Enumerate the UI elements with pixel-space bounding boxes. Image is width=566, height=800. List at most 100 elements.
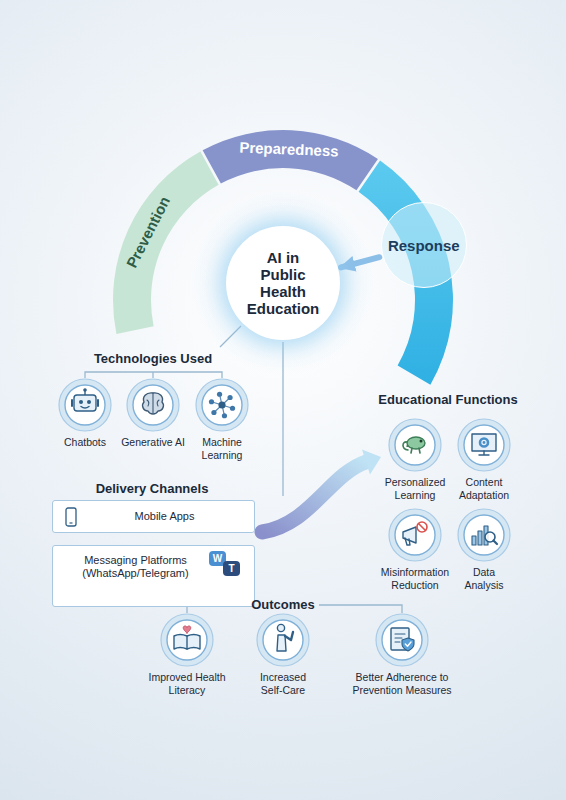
icon-ring-inner: [395, 515, 435, 555]
icon-stroke: [81, 407, 89, 409]
icon-ring-outer: [196, 379, 248, 431]
icon-ring-outer: [389, 509, 441, 561]
icon-stroke: [472, 434, 496, 451]
icon-ring: [388, 508, 442, 562]
channel-box: Messaging Platforms (WhatsApp/Telegram)W…: [52, 545, 255, 607]
node-text: Misinformation Reduction: [374, 566, 456, 591]
node-text: Machine Learning: [191, 436, 253, 461]
icon-ring: [457, 508, 511, 562]
node-text: Better Adherence to Prevention Measures: [344, 671, 460, 696]
icon-stroke: [479, 451, 489, 455]
icon-stroke: [72, 400, 98, 406]
section-heading: Delivery Channels: [96, 481, 209, 496]
icon-ring-outer: [458, 509, 510, 561]
icon-stroke: [285, 632, 293, 640]
icon-graphic: [388, 418, 442, 472]
icon-ring: [195, 378, 249, 432]
node-text: Response: [387, 237, 461, 254]
icon-stroke: [419, 524, 426, 531]
icon-dot: [417, 522, 427, 532]
icon-dot: [480, 439, 488, 447]
icon-stroke: [402, 638, 414, 651]
phase-band-shape: [203, 130, 378, 190]
icon-stroke: [186, 636, 187, 649]
icon-graphic: [457, 418, 511, 472]
icon-node: Machine Learning: [191, 378, 253, 461]
icon-node: Content Adaptation: [451, 418, 517, 501]
icon-symbol: [472, 526, 497, 545]
icon-graphic: [256, 613, 310, 667]
section-heading: Technologies Used: [94, 351, 212, 366]
icon-ring-outer: [127, 379, 179, 431]
icon-symbol: [143, 393, 164, 414]
node-text: T: [228, 564, 234, 574]
channel-box: Mobile Apps: [52, 500, 255, 533]
icon-graphic: [375, 613, 429, 667]
icon-ring-outer: [59, 379, 111, 431]
icon-ring-inner: [263, 620, 303, 660]
phase-band: Prevention: [123, 193, 173, 270]
node-text: Preparedness: [239, 139, 339, 160]
icon-graphic: [195, 378, 249, 432]
icon-ring-inner: [202, 385, 242, 425]
icon-symbol: [72, 388, 98, 411]
icon-body: [407, 437, 425, 449]
phase-band-shape: [113, 151, 219, 334]
icon-ring: [375, 613, 429, 667]
icon-ring-outer: [376, 614, 428, 666]
node-text: Increased Self-Care: [252, 671, 314, 696]
icon-node: Better Adherence to Prevention Measures: [344, 613, 460, 696]
icon-dot: [227, 395, 232, 400]
icon-ring-inner: [167, 620, 207, 660]
icon-dot: [218, 401, 225, 408]
icon-node: Generative AI: [117, 378, 189, 449]
icon-symbol: [391, 628, 414, 651]
icon-stroke: [147, 393, 159, 413]
icon-ring: [126, 378, 180, 432]
node-text: Improved Health Literacy: [145, 671, 229, 696]
icon-stroke: [405, 538, 410, 545]
node-text: Mobile Apps: [87, 510, 242, 523]
node-text: Generative AI: [117, 436, 189, 449]
icon-node: Misinformation Reduction: [374, 508, 456, 591]
icon-symbol: [174, 626, 200, 649]
tree-bracket: [85, 372, 222, 378]
icon-dot: [420, 440, 423, 443]
icon-ring-inner: [395, 425, 435, 465]
icon-stroke: [411, 448, 420, 453]
icon-ring-inner: [464, 425, 504, 465]
flow-arrow: [262, 462, 366, 532]
icon-graphic: [58, 378, 112, 432]
icon-ring-inner: [65, 385, 105, 425]
icon-graphic: [126, 378, 180, 432]
icon-stroke: [494, 541, 498, 545]
node-text: Content Adaptation: [451, 476, 517, 501]
icon-dot: [230, 406, 235, 411]
icon-ring-outer: [257, 614, 309, 666]
icon-dot: [83, 388, 87, 392]
icon-ring: [457, 418, 511, 472]
icon-node: Increased Self-Care: [252, 613, 314, 696]
icon-stroke: [143, 393, 164, 414]
flow-connector: [341, 257, 379, 267]
icon-dot: [79, 400, 83, 404]
icon-stroke: [174, 635, 200, 650]
icon-ring: [160, 613, 214, 667]
icon-stroke: [277, 635, 286, 651]
icon-dot: [483, 441, 486, 444]
phase-circle: Response: [381, 202, 467, 288]
icon-ring-outer: [389, 419, 441, 471]
icon-node: Data Analysis: [456, 508, 512, 591]
icon-dot: [222, 413, 227, 418]
icon-dot: [217, 392, 222, 397]
node-text: Data Analysis: [456, 566, 512, 591]
icon-ring: [388, 418, 442, 472]
icon-symbol: [209, 392, 235, 419]
icon-graphic: [388, 508, 442, 562]
icon-dot: [87, 400, 91, 404]
icon-stroke: [74, 395, 96, 411]
icon-graphic: [160, 613, 214, 667]
phase-band: Preparedness: [239, 139, 339, 160]
node-text: Personalized Learning: [380, 476, 450, 501]
icon-ring-outer: [458, 419, 510, 471]
